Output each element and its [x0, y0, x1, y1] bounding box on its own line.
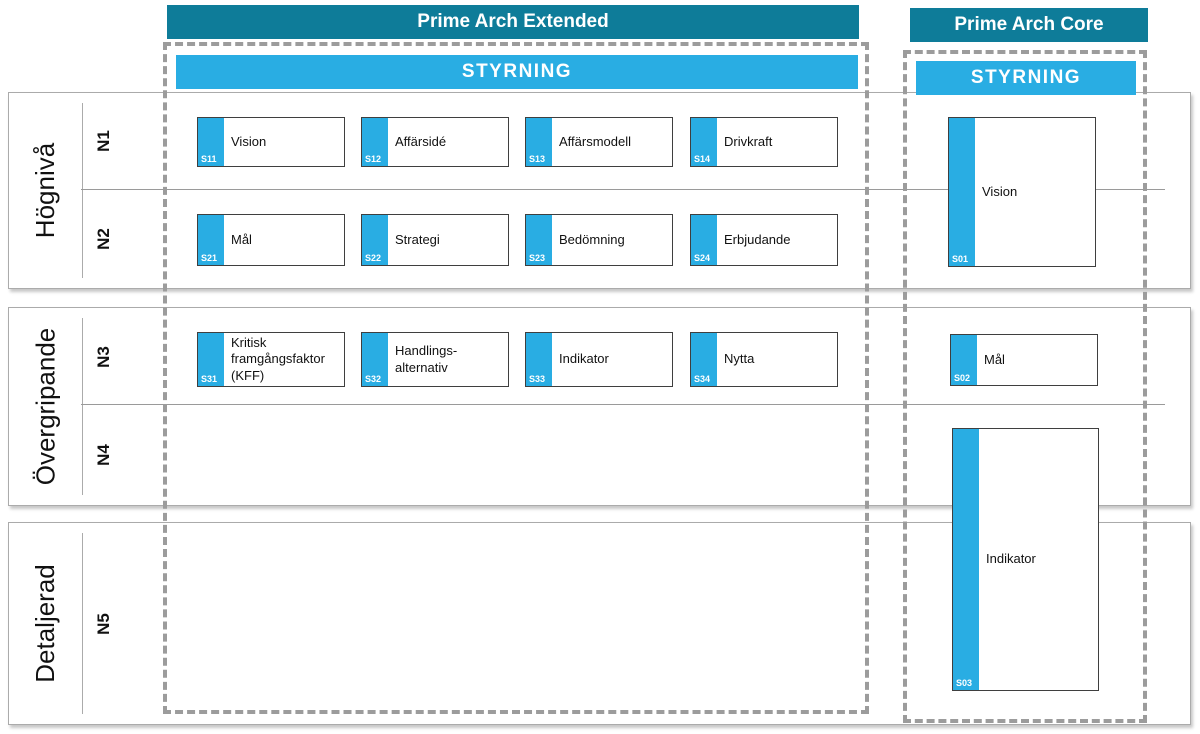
card-accent-strip: S24	[691, 215, 717, 265]
band-label: Högnivå	[30, 142, 60, 239]
card-accent-strip: S32	[362, 333, 388, 386]
level-cell-n3: N3	[83, 308, 125, 405]
level-label: N2	[93, 227, 113, 250]
card-accent-strip: S21	[198, 215, 224, 265]
core-styrning-bar: STYRNING	[916, 61, 1136, 95]
card-s14: S14 Drivkraft	[690, 117, 838, 167]
level-label: N4	[93, 444, 113, 466]
card-label: Vision	[982, 183, 1018, 199]
band-label-cell: Högnivå	[9, 93, 82, 288]
card-s21: S21 Mål	[197, 214, 345, 266]
card-accent-strip: S02	[951, 335, 977, 385]
row-divider-line-n3-n4	[81, 404, 1165, 405]
card-code: S24	[694, 253, 711, 263]
card-s31: S31 Kritisk framgångsfaktor (KFF)	[197, 332, 345, 387]
card-code: S14	[694, 154, 711, 164]
core-header: Prime Arch Core	[910, 8, 1148, 42]
card-accent-strip: S12	[362, 118, 388, 166]
row-divider-line-n1-n2	[81, 189, 1165, 190]
card-s13: S13 Affärsmodell	[525, 117, 673, 167]
card-code: S33	[529, 374, 546, 384]
card-code: S02	[954, 373, 971, 383]
band-label-cell: Detaljerad	[9, 523, 82, 724]
card-s12: S12 Affärsidé	[361, 117, 509, 167]
card-code: S12	[365, 154, 382, 164]
level-label: N3	[93, 345, 113, 368]
card-code: S31	[201, 374, 218, 384]
core-dashed-region	[903, 50, 1147, 723]
card-label: Affärsmodell	[559, 133, 632, 149]
card-code: S32	[365, 374, 382, 384]
card-label: Mål	[231, 231, 252, 247]
level-cell-n5: N5	[83, 523, 125, 724]
band-label-cell: Övergripande	[9, 308, 82, 505]
card-s03: S03 Indikator	[952, 428, 1099, 691]
card-code: S21	[201, 253, 218, 263]
card-s02: S02 Mål	[950, 334, 1098, 386]
card-s11: S11 Vision	[197, 117, 345, 167]
card-label: Affärsidé	[395, 133, 447, 149]
extended-header: Prime Arch Extended	[167, 5, 859, 39]
card-s22: S22 Strategi	[361, 214, 509, 266]
extended-styrning-bar: STYRNING	[176, 55, 858, 89]
card-accent-strip: S34	[691, 333, 717, 386]
card-code: S01	[952, 254, 969, 264]
band-divider-line	[82, 318, 83, 495]
card-code: S13	[529, 154, 546, 164]
card-label: Indikator	[559, 351, 609, 367]
card-label: Drivkraft	[724, 133, 773, 149]
band-divider-line	[82, 533, 83, 714]
card-code: S34	[694, 374, 711, 384]
card-code: S23	[529, 253, 546, 263]
card-s32: S32 Handlings- alternativ	[361, 332, 509, 387]
card-s33: S33 Indikator	[525, 332, 673, 387]
card-accent-strip: S22	[362, 215, 388, 265]
card-label: Bedömning	[559, 231, 625, 247]
card-accent-strip: S14	[691, 118, 717, 166]
level-cell-n4: N4	[83, 405, 125, 505]
card-code: S11	[201, 154, 217, 164]
card-accent-strip: S33	[526, 333, 552, 386]
card-label: Nytta	[724, 351, 755, 367]
level-label: N1	[93, 130, 113, 152]
band-divider-line	[82, 103, 83, 278]
level-label: N5	[93, 612, 113, 635]
band-label: Övergripande	[30, 327, 61, 486]
level-cell-n1: N1	[83, 93, 125, 189]
card-label: Kritisk framgångsfaktor (KFF)	[231, 335, 325, 383]
card-s34: S34 Nytta	[690, 332, 838, 387]
card-s24: S24 Erbjudande	[690, 214, 838, 266]
level-cell-n2: N2	[83, 189, 125, 288]
card-accent-strip: S03	[953, 429, 979, 690]
extended-dashed-region	[163, 42, 869, 714]
card-label: Vision	[231, 133, 267, 149]
card-s23: S23 Bedömning	[525, 214, 673, 266]
card-label: Strategi	[395, 231, 440, 247]
card-accent-strip: S31	[198, 333, 224, 386]
card-s01: S01 Vision	[948, 117, 1096, 267]
card-label: Erbjudande	[724, 231, 791, 247]
card-accent-strip: S01	[949, 118, 975, 266]
card-label: Handlings- alternativ	[395, 343, 458, 375]
card-label: Indikator	[986, 551, 1036, 567]
band-label: Detaljerad	[30, 564, 61, 683]
card-code: S03	[956, 678, 973, 688]
card-label: Mål	[984, 351, 1005, 367]
card-code: S22	[365, 253, 382, 263]
card-accent-strip: S23	[526, 215, 552, 265]
card-accent-strip: S11	[198, 118, 224, 166]
card-accent-strip: S13	[526, 118, 552, 166]
